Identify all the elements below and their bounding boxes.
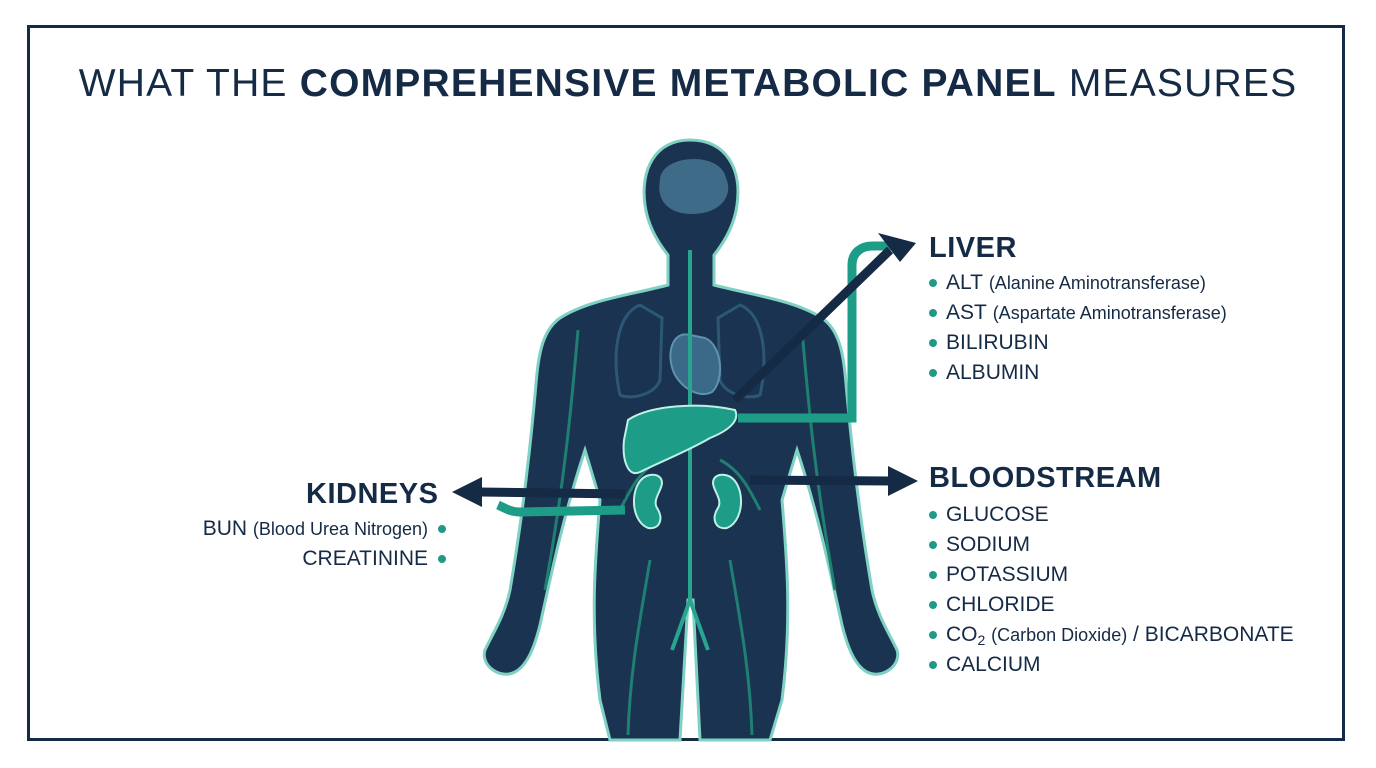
title-prefix: WHAT THE xyxy=(78,62,288,105)
right-kidney-icon xyxy=(711,473,742,530)
bloodstream-item-abbr: CALCIUM xyxy=(946,653,1041,676)
bullet-icon xyxy=(438,555,446,563)
bloodstream-item-desc: (Carbon Dioxide) xyxy=(991,625,1128,645)
bullet-icon xyxy=(929,601,937,609)
list-item: BUN (Blood Urea Nitrogen) xyxy=(203,514,446,544)
liver-icon xyxy=(622,404,738,475)
bullet-icon xyxy=(929,571,937,579)
left-kidney-icon xyxy=(633,473,664,530)
bullet-icon xyxy=(929,339,937,347)
liver-connector xyxy=(738,241,902,423)
bloodstream-item-abbr: POTASSIUM xyxy=(946,563,1069,586)
kidney-arrow xyxy=(479,487,626,499)
kidneys-list: BUN (Blood Urea Nitrogen) CREATININE xyxy=(203,514,446,574)
liver-arrowhead xyxy=(878,233,916,262)
list-item: CREATININE xyxy=(203,544,446,574)
list-item: POTASSIUM xyxy=(929,560,1294,590)
list-item: BILIRUBIN xyxy=(929,328,1227,358)
bloodstream-item-abbr: CHLORIDE xyxy=(946,593,1055,616)
list-item: ALT (Alanine Aminotransferase) xyxy=(929,268,1227,298)
list-item: CHLORIDE xyxy=(929,590,1294,620)
bullet-icon xyxy=(929,279,937,287)
bloodstream-item-tail: / BICARBONATE xyxy=(1133,623,1294,646)
brain-icon xyxy=(659,159,729,214)
bloodstream-arrow xyxy=(749,475,893,486)
list-item: SODIUM xyxy=(929,530,1294,560)
bloodstream-item-abbr: SODIUM xyxy=(946,533,1030,556)
title-emphasis: COMPREHENSIVE METABOLIC PANEL xyxy=(299,62,1057,105)
list-item: CALCIUM xyxy=(929,650,1294,680)
bloodstream-heading: BLOODSTREAM xyxy=(929,462,1162,494)
liver-item-desc: (Alanine Aminotransferase) xyxy=(988,273,1206,293)
bullet-icon xyxy=(929,631,937,639)
list-item: ALBUMIN xyxy=(929,358,1227,388)
kidney-connector xyxy=(496,500,626,517)
liver-item-desc: (Aspartate Aminotransferase) xyxy=(992,303,1227,323)
diagram-frame xyxy=(27,25,1345,741)
kidneys-item-desc: (Blood Urea Nitrogen) xyxy=(252,519,428,539)
liver-item-abbr: AST xyxy=(946,301,987,324)
heart-icon xyxy=(669,333,722,395)
bullet-icon xyxy=(929,541,937,549)
kidneys-heading: KIDNEYS xyxy=(306,478,439,510)
human-silhouette xyxy=(482,138,900,742)
bloodstream-item-abbr: CO xyxy=(946,623,978,646)
bullet-icon xyxy=(929,661,937,669)
liver-list: ALT (Alanine Aminotransferase) AST (Aspa… xyxy=(929,268,1227,388)
liver-item-abbr: ALT xyxy=(946,271,983,294)
bullet-icon xyxy=(929,511,937,519)
list-item: GLUCOSE xyxy=(929,500,1294,530)
liver-arrow xyxy=(731,246,894,404)
liver-heading: LIVER xyxy=(929,232,1017,264)
bullet-icon xyxy=(929,309,937,317)
list-item: AST (Aspartate Aminotransferase) xyxy=(929,298,1227,328)
liver-item-abbr: ALBUMIN xyxy=(946,361,1040,384)
bullet-icon xyxy=(438,525,446,533)
bloodstream-item-abbr: GLUCOSE xyxy=(946,503,1049,526)
bloodstream-arrowhead xyxy=(888,466,918,496)
kidneys-item-abbr: BUN xyxy=(202,517,248,540)
kidney-arrowhead xyxy=(452,477,482,507)
liver-item-abbr: BILIRUBIN xyxy=(946,331,1049,354)
subscript: 2 xyxy=(977,632,986,648)
page-title: WHAT THE COMPREHENSIVE METABOLIC PANEL M… xyxy=(0,62,1376,106)
bullet-icon xyxy=(929,369,937,377)
kidneys-item-abbr: CREATININE xyxy=(302,547,428,570)
title-suffix: MEASURES xyxy=(1068,62,1298,105)
